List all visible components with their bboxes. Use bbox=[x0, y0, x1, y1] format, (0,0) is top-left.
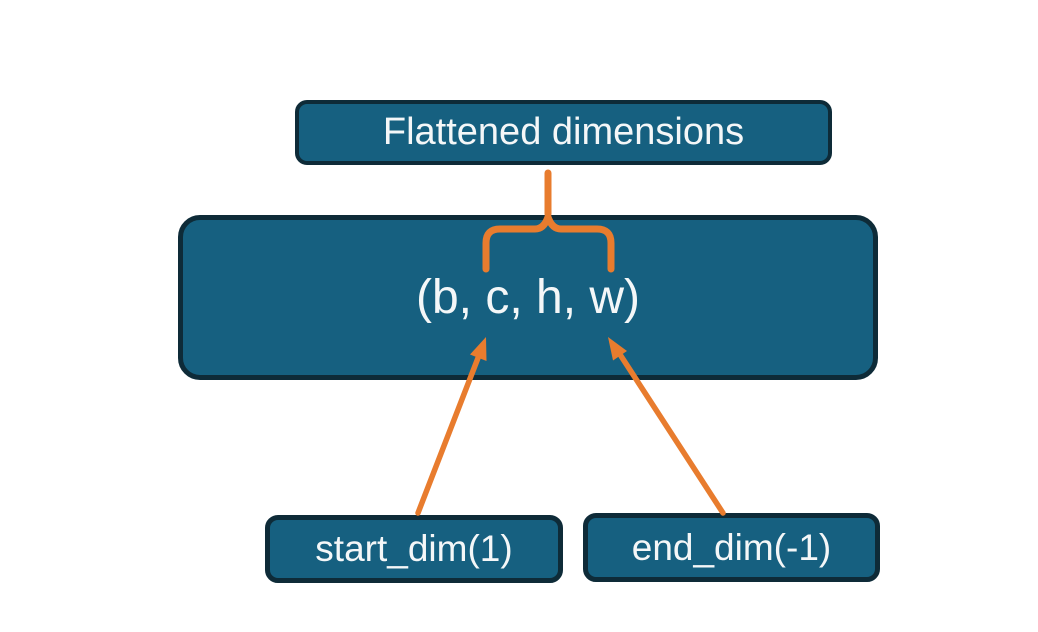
flattened-dimensions-label: Flattened dimensions bbox=[382, 111, 745, 153]
tensor-shape-box: (b, c, h, w) bbox=[178, 215, 878, 380]
end-dim-label: end_dim(-1) bbox=[631, 526, 832, 568]
start-dim-box: start_dim(1) bbox=[265, 515, 563, 583]
start-dim-arrow-line bbox=[415, 355, 481, 516]
end-dim-box: end_dim(-1) bbox=[583, 513, 880, 582]
tensor-shape-label: (b, c, h, w) bbox=[415, 271, 641, 324]
start-dim-label: start_dim(1) bbox=[315, 528, 513, 569]
flattened-dimensions-box: Flattened dimensions bbox=[295, 100, 832, 165]
